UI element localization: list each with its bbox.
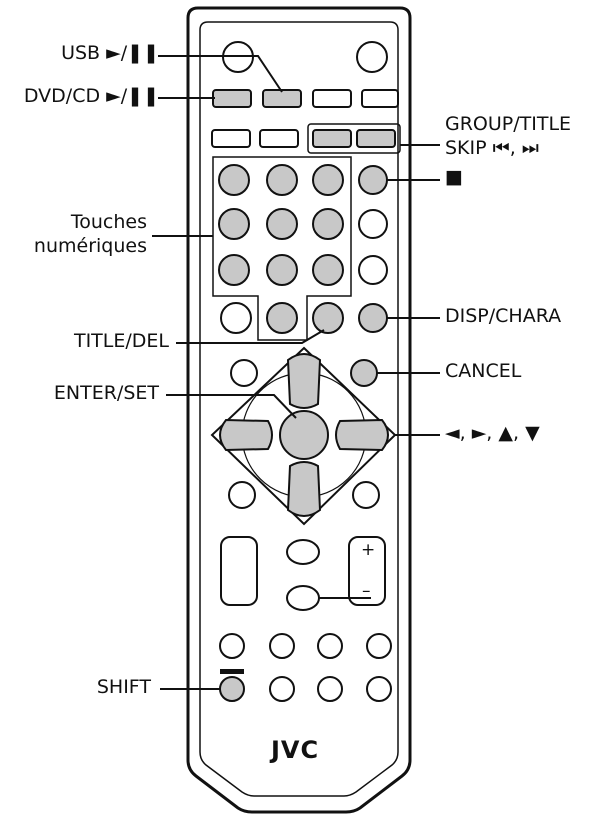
volume-plus-label: + xyxy=(361,540,376,560)
key-3[interactable] xyxy=(312,164,344,196)
bottom-key-8[interactable] xyxy=(366,676,392,702)
jvc-logo: JVC xyxy=(271,736,320,764)
cursor-keys-label: ◄, ►, ▲, ▼ xyxy=(445,422,540,444)
volume-minus-label: – xyxy=(362,581,371,601)
dvdcd-label: DVD/CD ►/❚❚ xyxy=(23,85,159,107)
oval-button-top[interactable] xyxy=(286,539,320,565)
stop-button[interactable] xyxy=(358,165,388,195)
row2-button-2[interactable] xyxy=(259,129,299,148)
row2-button-1[interactable] xyxy=(211,129,251,148)
disp-chara-button[interactable] xyxy=(358,303,388,333)
bottom-key-7[interactable] xyxy=(317,676,343,702)
skip-prev-button[interactable] xyxy=(312,129,352,148)
nav-up-button[interactable] xyxy=(286,353,322,409)
oval-button-bottom[interactable] xyxy=(286,585,320,611)
group-title-label-line2: SKIP ⏮, ⏭ xyxy=(445,137,539,159)
shift-indicator-bar xyxy=(220,669,244,674)
key-2[interactable] xyxy=(266,164,298,196)
bottom-key-1[interactable] xyxy=(219,633,245,659)
bottom-key-3[interactable] xyxy=(317,633,343,659)
key-7[interactable] xyxy=(218,254,250,286)
enter-set-button[interactable] xyxy=(279,410,329,460)
touches-label-line2: numériques xyxy=(33,235,147,257)
nav-down-button[interactable] xyxy=(286,461,322,517)
dvdcd-button[interactable] xyxy=(212,89,252,108)
enter-set-label: ENTER/SET xyxy=(53,382,159,404)
callout-lines xyxy=(152,55,440,690)
title-del-label: TITLE/DEL xyxy=(73,330,169,352)
shift-button[interactable] xyxy=(219,676,245,702)
bottom-key-4[interactable] xyxy=(366,633,392,659)
nav-top-left-button[interactable] xyxy=(230,359,258,387)
key-0[interactable] xyxy=(266,302,298,334)
bottom-key-2[interactable] xyxy=(269,633,295,659)
shift-label: SHIFT xyxy=(96,676,151,698)
skip-group-box xyxy=(307,123,401,154)
usb-label: USB ►/❚❚ xyxy=(61,42,159,64)
source-button-3[interactable] xyxy=(312,89,352,108)
long-rocker-left[interactable] xyxy=(220,536,258,606)
nav-bottom-left-button[interactable] xyxy=(228,481,256,509)
disp-chara-label: DISP/CHARA xyxy=(445,305,562,327)
key-6[interactable] xyxy=(312,208,344,240)
source-button-4[interactable] xyxy=(361,89,399,108)
cancel-button[interactable] xyxy=(350,359,378,387)
key-1[interactable] xyxy=(218,164,250,196)
touches-label-line1: Touches xyxy=(70,211,147,233)
stop-label: ■ xyxy=(445,166,463,188)
group-title-label-line1: GROUP/TITLE xyxy=(445,113,572,135)
top-right-button[interactable] xyxy=(356,41,388,73)
numeric-keypad xyxy=(218,164,344,334)
bottom-key-6[interactable] xyxy=(269,676,295,702)
key-8[interactable] xyxy=(266,254,298,286)
key-left-blank[interactable] xyxy=(220,302,252,334)
volume-rocker[interactable] xyxy=(348,536,386,606)
navigation-pad xyxy=(210,346,397,526)
key-9[interactable] xyxy=(312,254,344,286)
nav-right-button[interactable] xyxy=(335,418,389,452)
key-5[interactable] xyxy=(266,208,298,240)
skip-next-button[interactable] xyxy=(356,129,396,148)
key-4[interactable] xyxy=(218,208,250,240)
title-del-button[interactable] xyxy=(312,302,344,334)
right-button-2[interactable] xyxy=(358,209,388,239)
cancel-label: CANCEL xyxy=(445,360,522,382)
usb-button[interactable] xyxy=(262,89,302,108)
nav-bottom-right-button[interactable] xyxy=(352,481,380,509)
right-button-3[interactable] xyxy=(358,255,388,285)
bottom-keys xyxy=(219,633,392,702)
nav-left-button[interactable] xyxy=(219,418,273,452)
